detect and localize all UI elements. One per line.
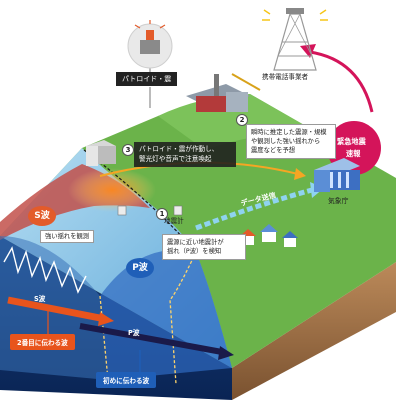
left-building-icon (86, 140, 116, 166)
s-wave-arrow-label: S波 (34, 295, 46, 303)
p-wave-arrowhead (218, 346, 234, 360)
emergency-arrow (309, 50, 374, 113)
step-1-line-2: 揺れ（P波）を検知 (167, 248, 222, 256)
emergency-label-line2: 速報 (346, 149, 361, 158)
s-wave-arrowhead (98, 312, 114, 326)
step-2-number: 2 (236, 114, 248, 126)
s-wave-arrow (7, 296, 101, 322)
p-wave-main-text: P波 (132, 263, 148, 273)
p-wave-main-label: P波 (126, 258, 154, 278)
step-3-callout: パトロイド・震が作動し、 警光灯や音声で注意喚起 (134, 142, 236, 168)
step-1-number: 1 (156, 208, 168, 220)
step-1-line-1: 震源に近い地震計が (167, 239, 224, 246)
first-wave-label: 初めに伝わる波 (96, 372, 157, 388)
radio-tower-icon (262, 8, 328, 71)
carrier-label: 携帯電話事業者 (262, 73, 309, 81)
strong-shake-label: 強い揺れを観測 (40, 230, 95, 244)
step-3-line-2: 警光灯や音声で注意喚起 (139, 154, 212, 163)
fault-line (3, 246, 87, 294)
agency-label: 気象庁 (328, 197, 349, 205)
emergency-label-line1: 緊急地震 (337, 137, 366, 146)
factory-icon (186, 73, 261, 112)
seismometer-icon (117, 205, 183, 216)
s-wave-main-text: S波 (34, 211, 50, 221)
alert-flow-arrowhead (294, 168, 306, 180)
step-1-callout: 震源に近い地震計が 揺れ（P波）を検知 (162, 234, 246, 261)
s-wave-main-label: S波 (28, 206, 56, 226)
step-2-line-2: や観測した強い揺れから (251, 138, 321, 146)
step-2-line-3: 震度などを予想 (251, 147, 296, 155)
ground-side-face (232, 262, 396, 400)
step-2-callout: 瞬時に推定した震源・規模 や観測した強い揺れから 震度などを予想 (246, 124, 336, 160)
step-3-number: 3 (122, 144, 134, 156)
patroid-label: パトロイド・震 (116, 72, 178, 87)
second-wave-label: 2番目に伝わる波 (10, 334, 75, 350)
p-wave-arrow (79, 323, 223, 355)
agency-building-icon (314, 158, 360, 192)
patroid-device-icon (127, 20, 173, 69)
step-2-line-1: 瞬時に推定した震源・規模 (251, 129, 327, 136)
emergency-arrowhead (300, 44, 316, 58)
data-send-arrow (195, 187, 313, 231)
step-3-line-1: パトロイド・震が作動し、 (139, 145, 219, 153)
seismometer-label: 地震計 (164, 217, 184, 225)
hypocenter-glow (68, 168, 156, 212)
p-wave-arrow-label: P波 (128, 329, 140, 337)
s-wavefront (99, 295, 109, 381)
